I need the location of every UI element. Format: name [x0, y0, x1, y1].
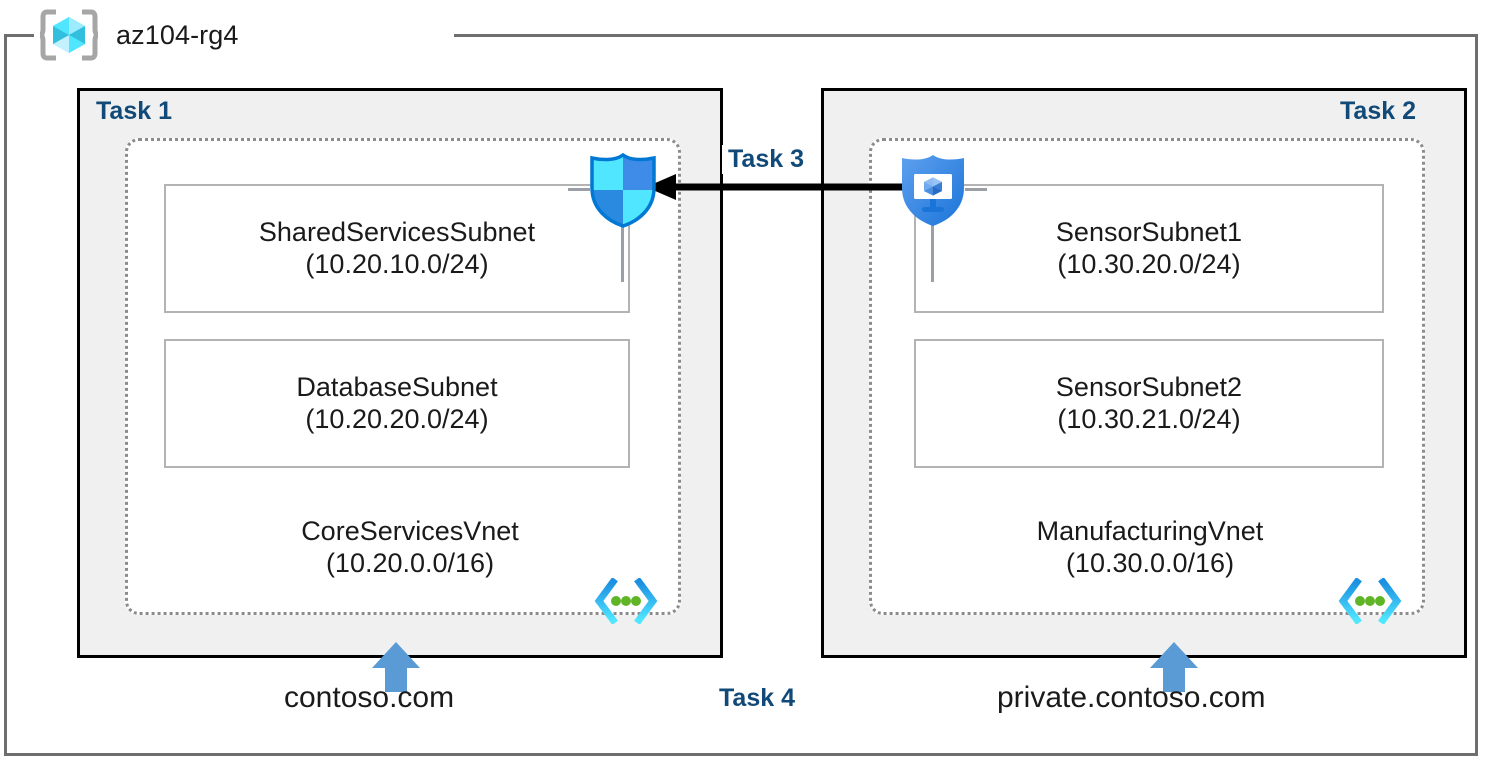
- virtual-network-icon: [1338, 578, 1402, 624]
- subnet-sensorsubnet2: SensorSubnet2 (10.30.21.0/24): [914, 339, 1384, 468]
- subnet-sensorsubnet1: SensorSubnet1 (10.30.20.0/24): [914, 184, 1384, 313]
- resource-group-name: az104-rg4: [116, 19, 239, 50]
- vnet-name: CoreServicesVnet: [301, 516, 519, 546]
- azure-resource-group-icon: [40, 9, 98, 61]
- subnet-sharedservicessubnet: SharedServicesSubnet (10.20.10.0/24): [164, 184, 630, 313]
- subnet-name: SensorSubnet2: [1055, 371, 1243, 402]
- network-security-group-icon: [902, 155, 964, 226]
- task-3-label: Task 3: [722, 145, 810, 174]
- subnet-cidr: (10.30.21.0/24): [1057, 403, 1241, 434]
- subnet-cidr: (10.30.20.0/24): [1057, 248, 1241, 279]
- subnet-cidr: (10.20.20.0/24): [305, 403, 489, 434]
- subnet-databasesubnet: DatabaseSubnet (10.20.20.0/24): [164, 339, 630, 468]
- left-arrow-icon: [646, 174, 908, 200]
- nsg-icon-leg-right: [965, 188, 987, 191]
- manufacturingvnet-caption: ManufacturingVnet (10.30.0.0/16): [990, 515, 1310, 580]
- up-arrow-icon: [1150, 642, 1198, 692]
- resource-group-title-gap: [34, 22, 454, 48]
- firewall-icon-leg-down: [621, 222, 624, 282]
- subnet-name: SensorSubnet1: [1055, 216, 1243, 247]
- coreservicesvnet-caption: CoreServicesVnet (10.20.0.0/16): [250, 515, 570, 580]
- nsg-icon-leg-down: [931, 222, 934, 282]
- subnet-name: DatabaseSubnet: [296, 371, 498, 402]
- up-arrow-icon: [372, 642, 420, 692]
- azure-firewall-shield-icon: [590, 152, 656, 228]
- dns-zone-label-contoso: contoso.com: [284, 681, 455, 714]
- task-2-label: Task 2: [1340, 97, 1416, 125]
- virtual-network-icon: [594, 578, 658, 624]
- subnet-cidr: (10.20.10.0/24): [305, 248, 489, 279]
- resource-group-frame: [4, 34, 1478, 756]
- resource-group-header: az104-rg4: [40, 8, 238, 62]
- subnet-name: SharedServicesSubnet: [258, 216, 536, 247]
- vnet-cidr: (10.20.0.0/16): [325, 548, 495, 579]
- task-4-label: Task 4: [719, 684, 795, 712]
- vnet-cidr: (10.30.0.0/16): [1065, 548, 1235, 579]
- vnet-name: ManufacturingVnet: [1036, 516, 1264, 546]
- firewall-icon-leg-left: [568, 188, 590, 191]
- task-1-label: Task 1: [96, 97, 172, 125]
- dns-zone-label-private-contoso: private.contoso.com: [997, 681, 1266, 714]
